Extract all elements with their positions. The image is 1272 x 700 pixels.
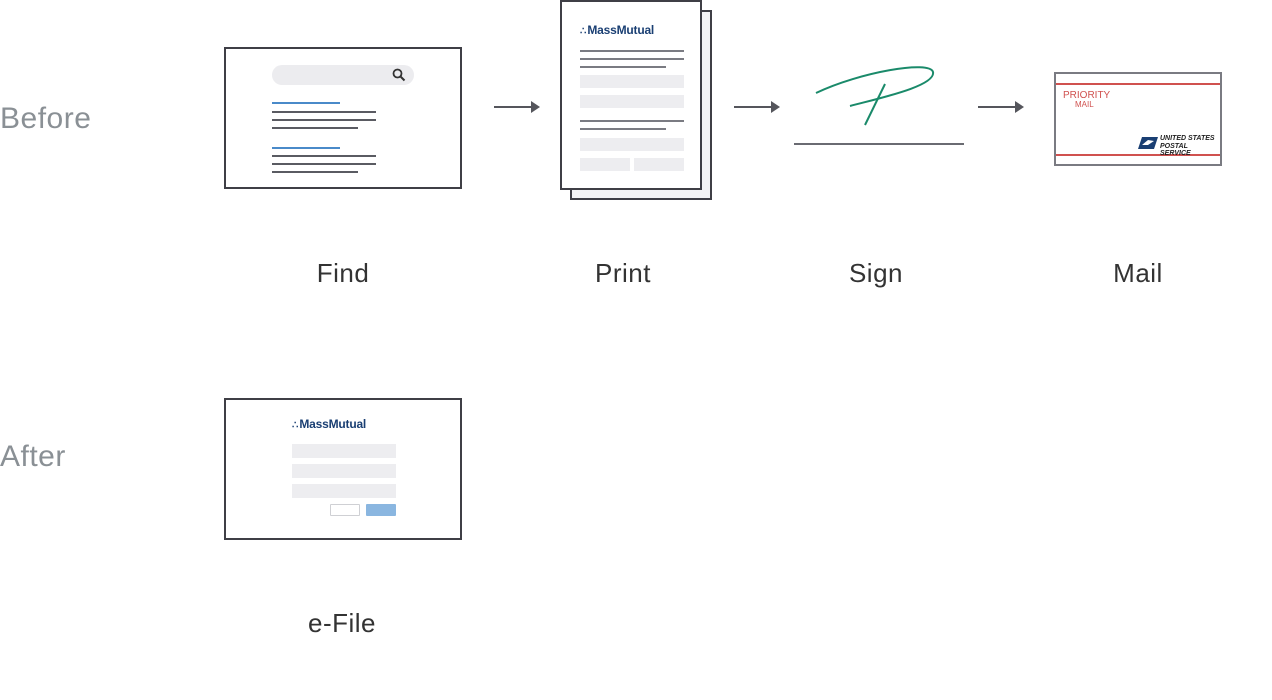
doc-line [580,50,684,52]
form-primary-button [366,504,396,516]
arrow-right-icon [494,101,540,113]
doc-field [580,158,630,171]
doc-line [580,66,666,68]
result-text-line [272,171,358,173]
form-secondary-button [330,504,360,516]
step-mail-label: Mail [1113,258,1163,288]
step-print-label: Print [595,258,651,288]
result-text-line [272,163,376,165]
arrow-right-icon [734,101,780,113]
usps-name-line2: POSTAL SERVICE [1160,143,1191,157]
search-icon [392,68,406,82]
form-field [292,444,396,458]
usps-eagle-icon [1138,137,1158,149]
form-field [292,484,396,498]
envelope-bottom-stripe [1056,154,1220,156]
before-label: Before [0,102,92,135]
mail-text: MAIL [1075,100,1094,109]
massmutual-logo: ∴MassMutual [292,417,367,431]
find-illustration [224,47,462,189]
result-text-line [272,111,376,113]
form-field [292,464,396,478]
step-efile-label: e-File [307,608,376,638]
doc-line [580,120,684,122]
priority-text: PRIORITY [1063,90,1111,101]
after-label: After [0,440,66,473]
step-sign-label: Sign [848,258,904,288]
result-text-line [272,127,358,129]
envelope-top-stripe [1056,83,1220,85]
result-text-line [272,119,376,121]
doc-line [580,58,684,60]
arrow-right-icon [978,101,1024,113]
efile-illustration: ∴MassMutual [224,398,462,540]
result-link [272,102,340,104]
result-link [272,147,340,149]
search-bar [272,65,414,85]
usps-name-line1: UNITED STATES [1160,135,1215,142]
signature-icon [794,66,964,145]
doc-field [634,158,684,171]
result-text-line [272,155,376,157]
doc-line [580,128,666,130]
massmutual-logo: ∴MassMutual [580,23,655,37]
doc-field [580,75,684,88]
doc-field [580,95,684,108]
step-find-label: Find [316,258,370,288]
priority-mail-envelope: PRIORITY MAIL UNITED STATES POSTAL SERVI… [1054,72,1222,166]
doc-field [580,138,684,151]
printed-document: ∴MassMutual [560,0,702,190]
